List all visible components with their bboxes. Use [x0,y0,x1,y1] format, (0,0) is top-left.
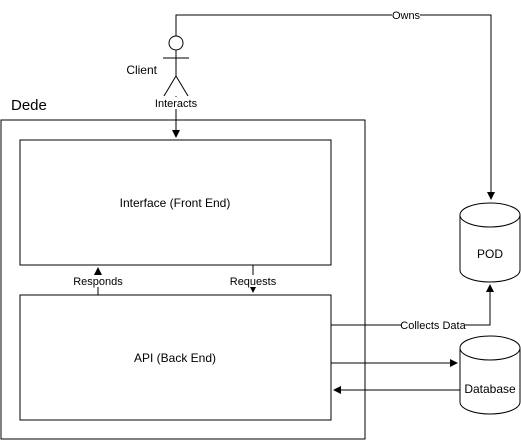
edge-requests: Requests [229,265,279,293]
edge-responds: Responds [72,267,124,295]
pod-label: POD [477,247,503,261]
edge-interacts-label: Interacts [155,98,198,110]
interface-label: Interface (Front End) [120,196,231,210]
edge-responds-label: Responds [73,276,123,288]
edge-requests-label: Requests [230,276,277,288]
database-node: Database [459,335,521,415]
client-label: Client [126,63,157,77]
client-actor: Client [126,35,189,97]
edge-owns: Owns [175,9,495,200]
edge-interacts: Interacts [153,96,199,138]
api-label: API (Back End) [134,351,216,365]
edge-collects-data-label: Collects Data [400,320,466,332]
api-node: API (Back End) [19,294,332,421]
edge-owns-label: Owns [392,10,421,22]
pod-node: POD [459,202,521,283]
edge-collects-data: Collects Data [331,284,494,332]
container-title: Dede [11,97,47,114]
interface-node: Interface (Front End) [19,139,332,266]
database-label: Database [464,382,516,396]
actor-icon [163,35,189,97]
